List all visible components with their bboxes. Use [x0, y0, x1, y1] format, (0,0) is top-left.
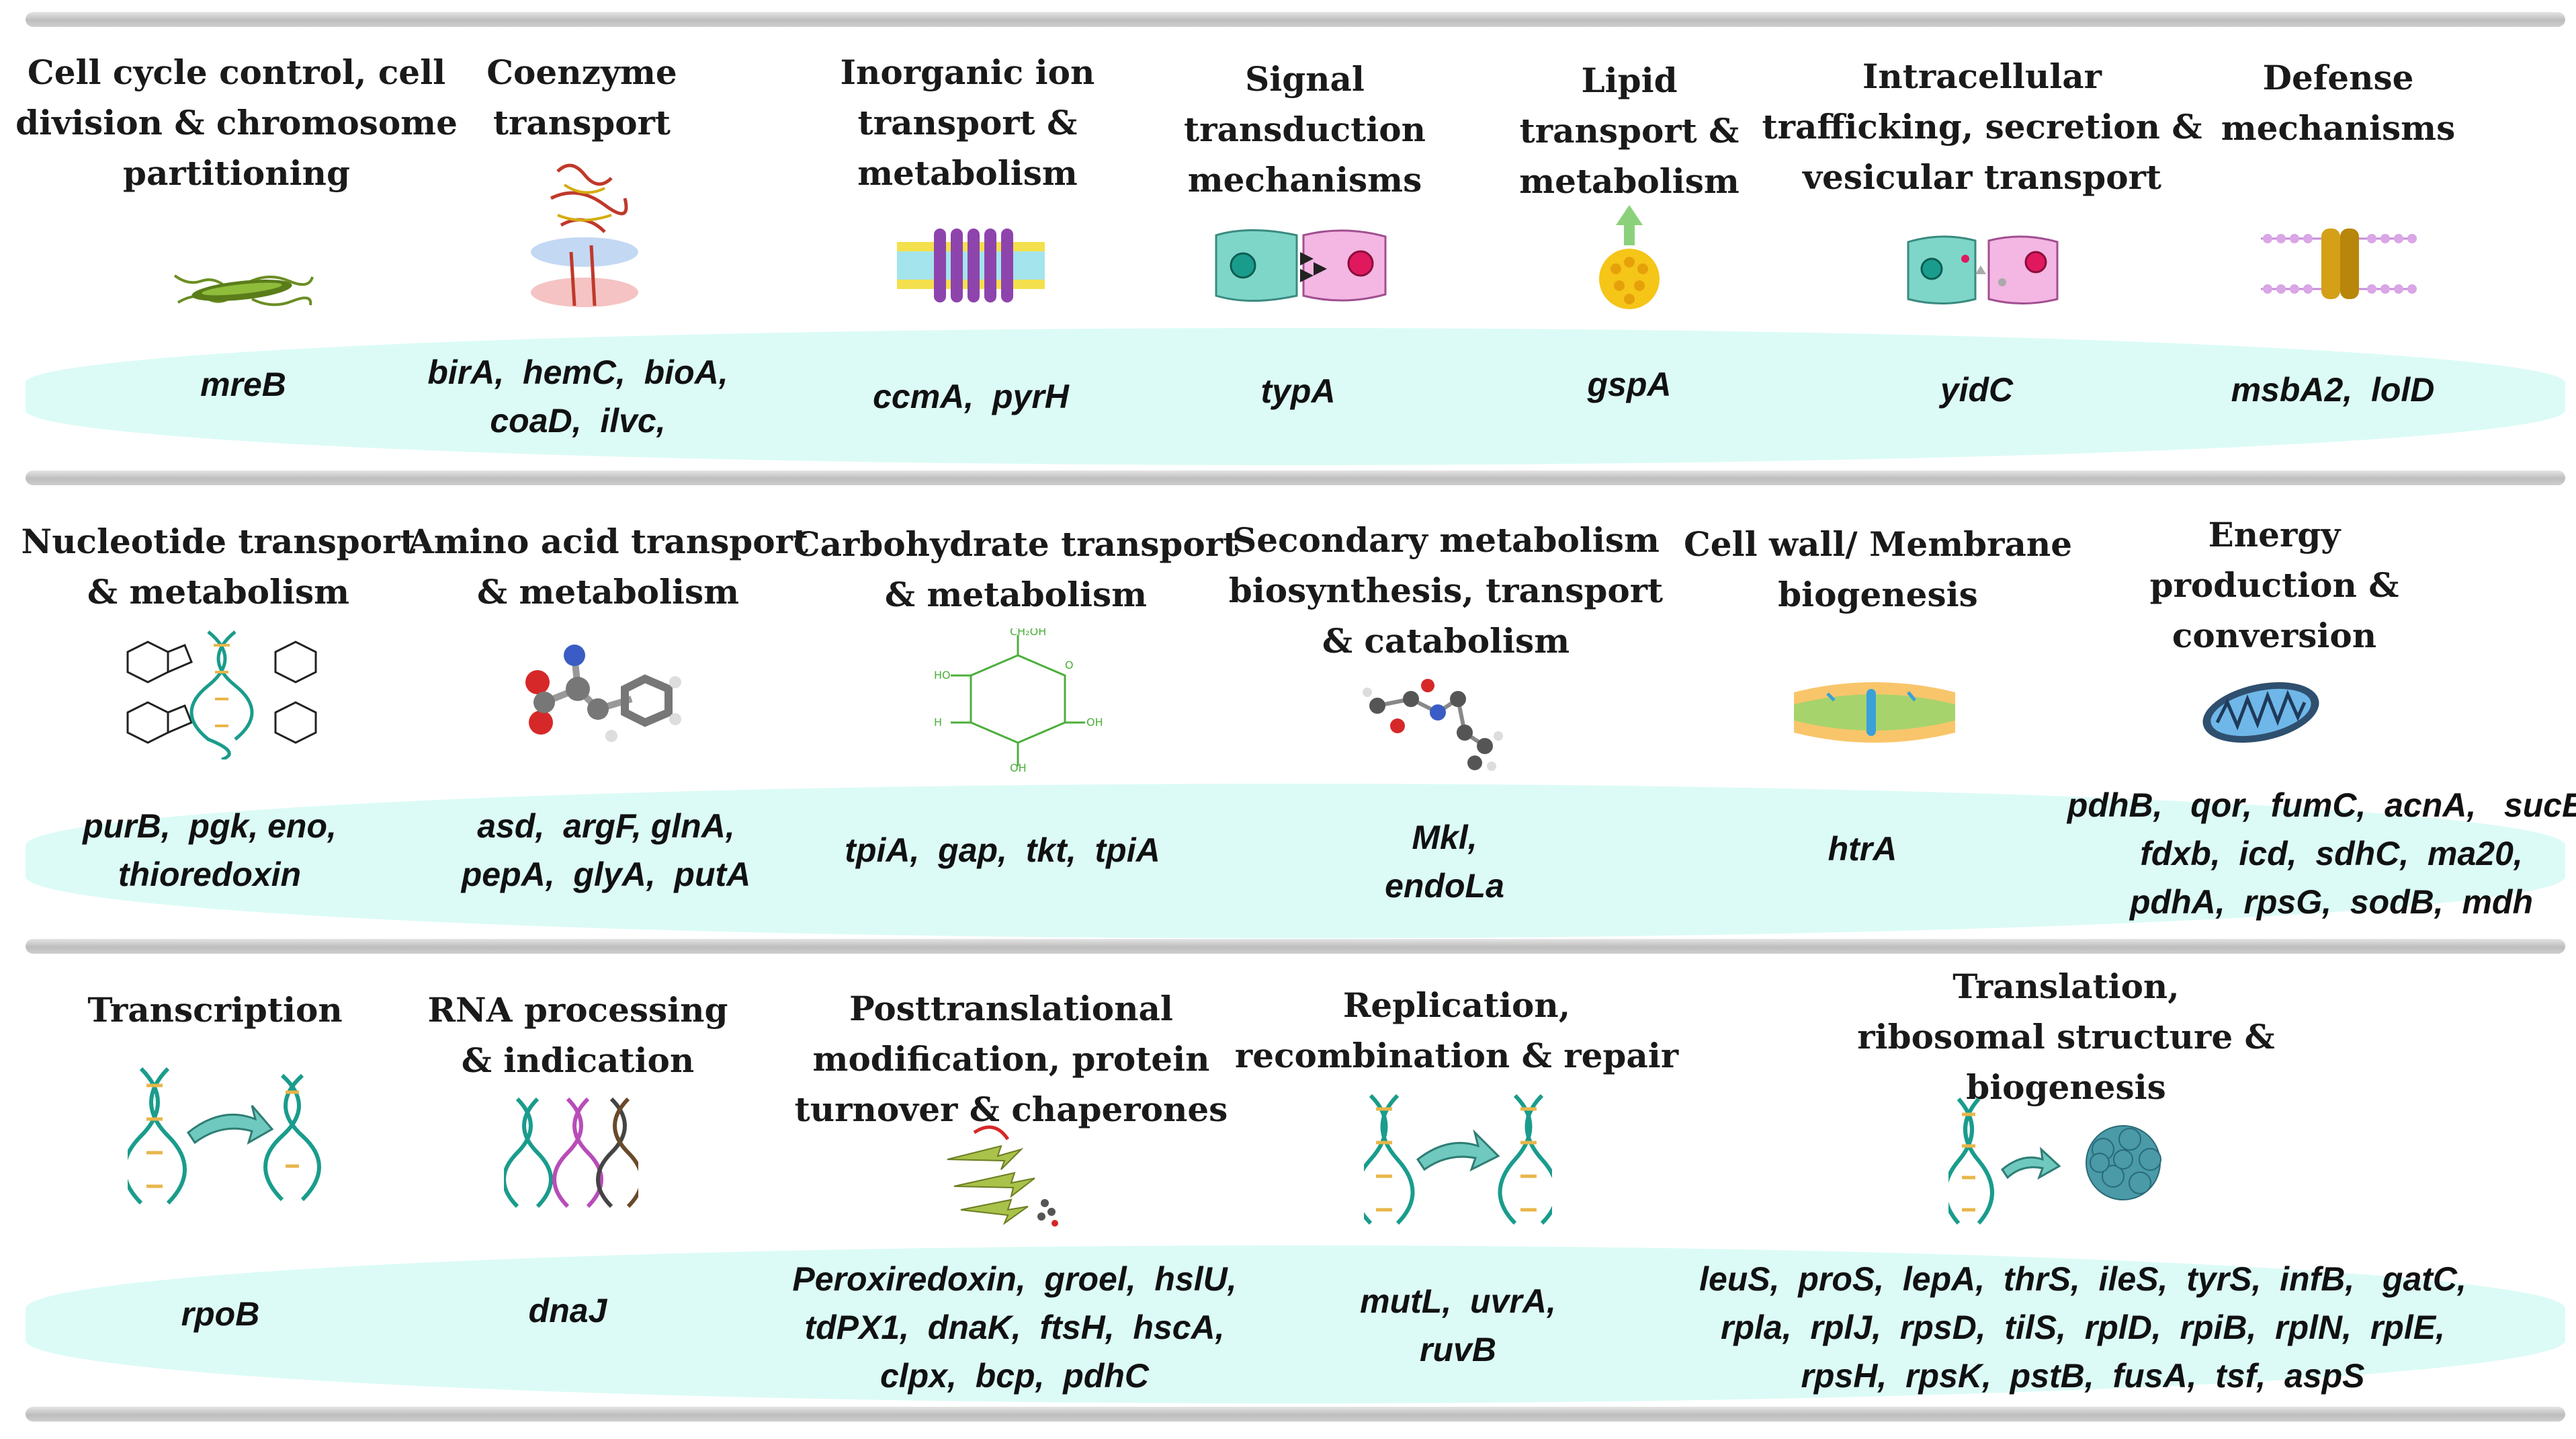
- gene-list: tpiA, gap, tkt, tpiA: [845, 831, 1160, 869]
- gene-band-row-3: [26, 1245, 2565, 1403]
- top-divider: [26, 12, 2565, 27]
- mitochondrion-icon: [2202, 682, 2319, 743]
- category-title: Translation, ribosomal structure & bioge…: [1857, 967, 2275, 1107]
- gene-list: dnaJ: [528, 1292, 607, 1329]
- category-title: Transcription: [87, 990, 343, 1030]
- gene-list: pdhB, qor, fumC, acnA, sucB, fdxb, icd, …: [2067, 786, 2576, 921]
- category-title: Cell cycle control, cell division & chro…: [15, 52, 458, 193]
- rna-strands-icon: [504, 1097, 638, 1208]
- svg-text:H: H: [934, 716, 942, 729]
- lipid-vesicle-icon: [1599, 205, 1660, 309]
- svg-text:OH: OH: [1010, 762, 1027, 773]
- category-title: Signal transduction mechanisms: [1184, 59, 1426, 200]
- vesicle-transport-icon: [1907, 235, 2059, 304]
- dna-to-protein-icon: [1948, 1098, 2161, 1225]
- gene-band-row-1: [26, 328, 2565, 465]
- row-divider-1: [26, 470, 2565, 485]
- svg-text:OH: OH: [1086, 716, 1103, 729]
- category-title: RNA processing & indication: [427, 990, 728, 1080]
- gene-list: ccmA, pyrH: [873, 378, 1069, 415]
- category-title: Secondary metabolism biosynthesis, trans…: [1228, 520, 1664, 661]
- membrane-pump-icon: [2261, 229, 2417, 299]
- gene-list: rpoB: [181, 1295, 260, 1333]
- cell-signaling-icon: [1215, 229, 1387, 302]
- category-title: Lipid transport & metabolism: [1519, 60, 1740, 201]
- gene-list: leuS, proS, lepA, thrS, ileS, tyrS, infB…: [1699, 1260, 2466, 1395]
- category-title: Nucleotide transport & metabolism: [21, 522, 416, 612]
- gene-list: mreB: [200, 366, 286, 403]
- svg-text:O: O: [1065, 659, 1074, 671]
- category-title: Carbohydrate transport & metabolism: [793, 524, 1239, 614]
- gene-list: Peroxiredoxin, groel, hslU, tdPX1, dnaK,…: [792, 1260, 1237, 1395]
- category-title: Energy production & conversion: [2149, 515, 2399, 655]
- amino-acid-molecule-icon: [525, 645, 681, 742]
- svg-text:HO: HO: [934, 669, 951, 682]
- dna-transcription-icon: [128, 1067, 321, 1205]
- category-title: Amino acid transport & metabolism: [407, 522, 809, 612]
- dna-replication-icon: [1364, 1094, 1552, 1225]
- gene-list: asd, argF, glnA, pepA, glyA, putA: [461, 807, 751, 893]
- category-title: Replication, recombination & repair: [1234, 985, 1679, 1075]
- row-divider-2: [26, 939, 2565, 954]
- gene-list: yidC: [1940, 371, 2014, 409]
- category-title: Cell wall/ Membrane biogenesis: [1683, 524, 2073, 614]
- gene-list: htrA: [1828, 830, 1897, 868]
- bottom-divider: [26, 1407, 2565, 1422]
- category-title: Inorganic ion transport & metabolism: [840, 52, 1095, 193]
- nucleotide-structures-icon: [126, 630, 317, 759]
- protein-structure-icon: [531, 163, 638, 307]
- gene-list: Mkl, endoLa: [1385, 819, 1504, 905]
- category-title: Posttranslational modification, protein …: [794, 989, 1228, 1129]
- gene-list: gspA: [1587, 366, 1672, 403]
- gene-list: birA, hemC, bioA, coaD, ilvc,: [427, 354, 728, 440]
- category-title: Coenzyme transport: [486, 52, 677, 142]
- category-title: Intracellular trafficking, secretion & v…: [1762, 56, 2202, 197]
- small-molecule-icon: [1363, 679, 1503, 771]
- gene-band-row-2: [26, 784, 2565, 938]
- gene-list: msbA2, lolD: [2231, 371, 2435, 409]
- membrane-channel-icon: [897, 229, 1045, 302]
- bacteria-icon: [173, 274, 314, 306]
- gene-list: purB, pgk, eno, thioredoxin: [83, 807, 337, 893]
- gene-list: typA: [1260, 372, 1336, 410]
- svg-text:CH₂OH: CH₂OH: [1010, 628, 1046, 638]
- category-title: Defense mechanisms: [2221, 58, 2456, 148]
- lipid-bilayer-icon: [1794, 682, 1955, 743]
- gene-list: mutL, uvrA, ruvB: [1360, 1282, 1556, 1368]
- protein-ribbon-icon: [947, 1125, 1058, 1227]
